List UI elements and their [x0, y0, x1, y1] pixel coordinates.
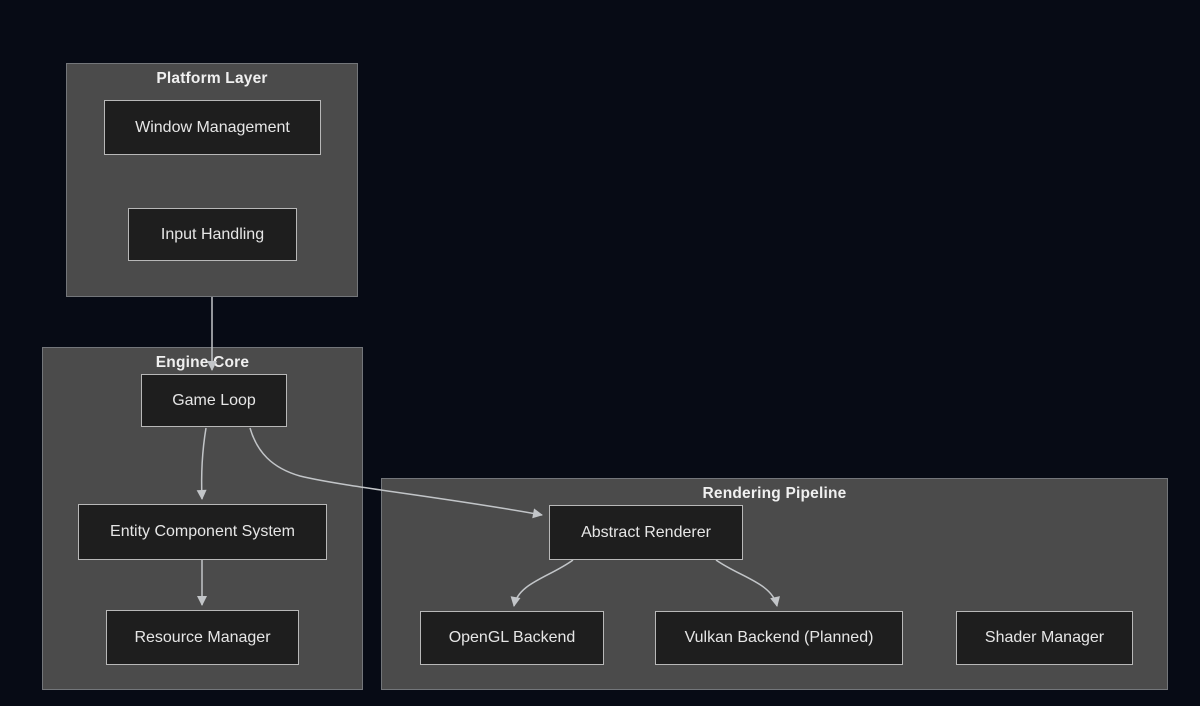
node-vulkan-backend: Vulkan Backend (Planned): [655, 611, 903, 665]
node-input-handling: Input Handling: [128, 208, 297, 261]
node-entity-component-system-label: Entity Component System: [110, 523, 295, 540]
node-game-loop-label: Game Loop: [172, 391, 256, 409]
node-shader-manager: Shader Manager: [956, 611, 1133, 665]
cluster-platform-layer: Platform Layer: [66, 63, 358, 297]
node-resource-manager: Resource Manager: [106, 610, 299, 665]
cluster-rendering-pipeline-title: Rendering Pipeline: [702, 485, 847, 502]
node-resource-manager-label: Resource Manager: [134, 628, 271, 646]
node-entity-component-system: Entity Component System: [78, 504, 327, 560]
node-window-management-label: Window Management: [135, 118, 290, 136]
node-shader-manager-label: Shader Manager: [984, 629, 1105, 646]
node-window-management: Window Management: [104, 100, 321, 155]
cluster-platform-layer-title: Platform Layer: [156, 70, 268, 87]
node-opengl-backend: OpenGL Backend: [420, 611, 604, 665]
node-opengl-backend-label: OpenGL Backend: [448, 629, 576, 646]
node-vulkan-backend-label: Vulkan Backend (Planned): [684, 629, 874, 646]
cluster-engine-core-title: Engine Core: [155, 354, 250, 371]
node-abstract-renderer-label: Abstract Renderer: [581, 523, 711, 541]
node-abstract-renderer: Abstract Renderer: [549, 505, 743, 560]
node-input-handling-label: Input Handling: [160, 225, 265, 243]
node-game-loop: Game Loop: [141, 374, 287, 427]
